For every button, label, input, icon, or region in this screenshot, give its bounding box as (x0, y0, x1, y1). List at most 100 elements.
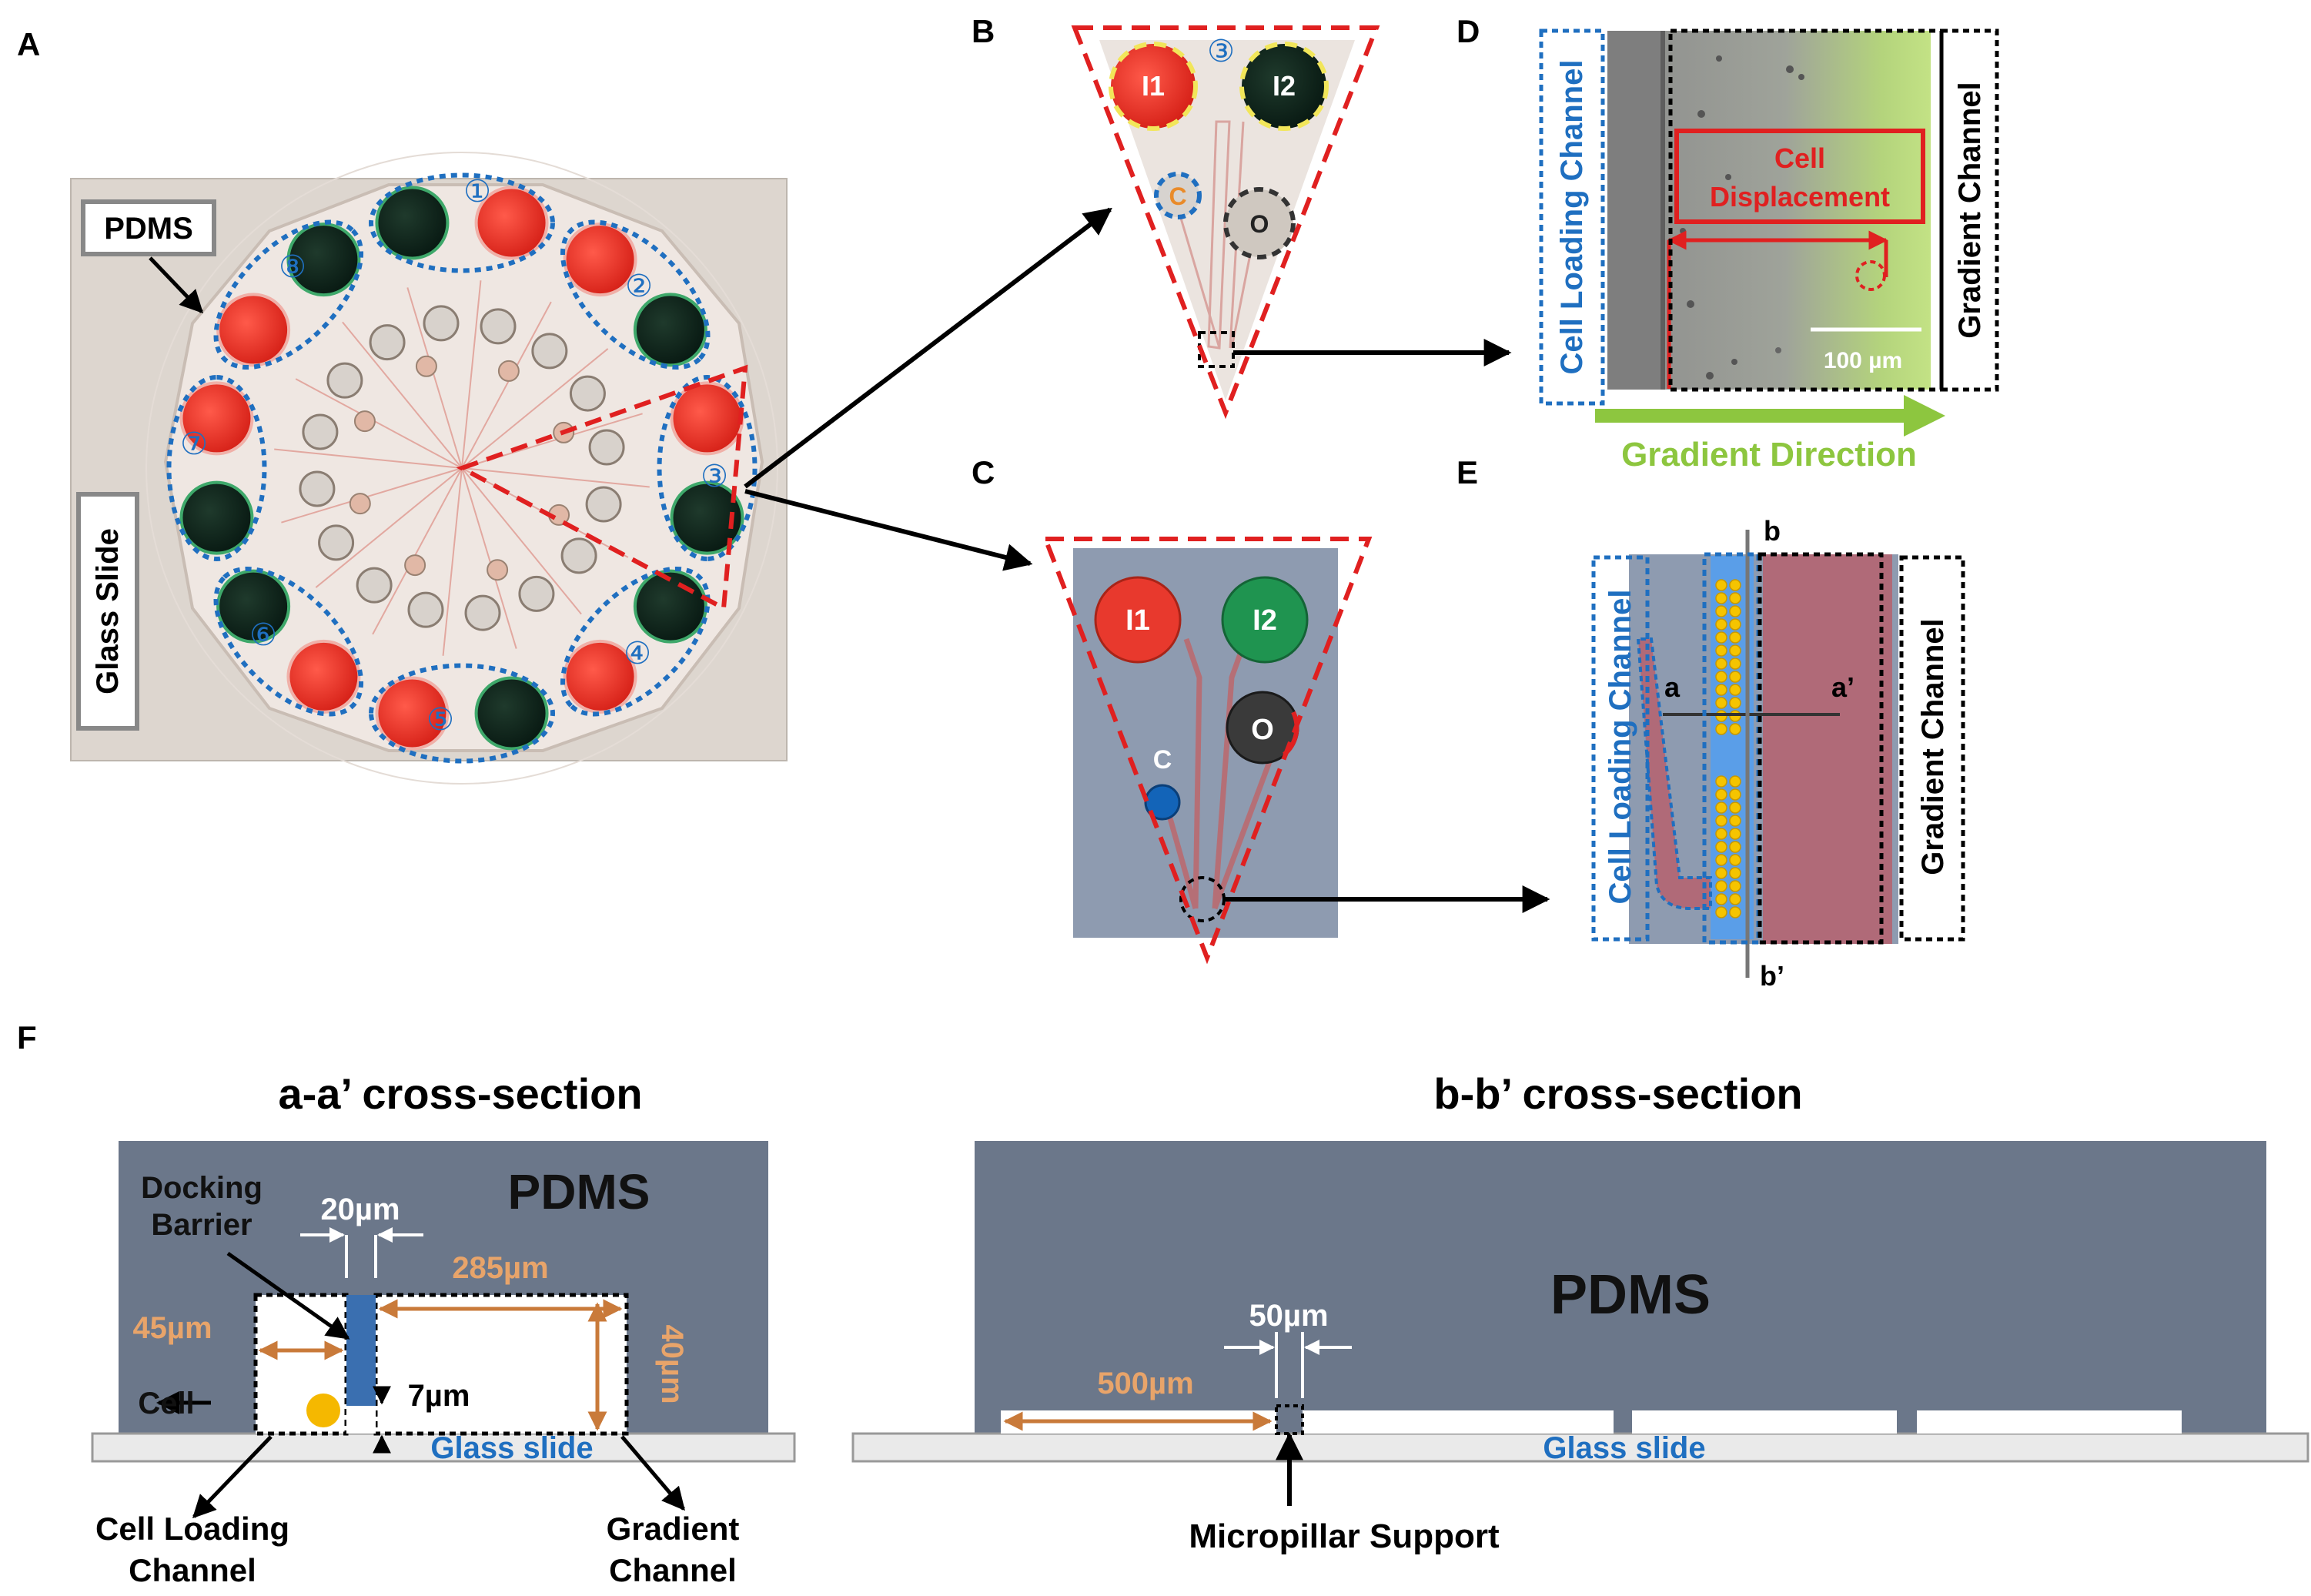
cut-label-b-prime: b’ (1760, 960, 1784, 992)
panel-d-micrograph (1539, 28, 1999, 437)
reservoir-wells (179, 186, 744, 751)
docked-cell (1715, 671, 1727, 683)
small-ports (299, 305, 625, 631)
docked-cell (1729, 854, 1741, 866)
cell-port (404, 554, 426, 577)
small-port (531, 333, 568, 370)
docked-cell (1715, 605, 1727, 617)
aa-cross-section (91, 1141, 796, 1519)
docked-cell (1729, 644, 1741, 657)
c-inlet-i2 (1221, 576, 1309, 664)
cell-port (353, 410, 376, 433)
small-port (518, 575, 555, 612)
cut-label-a-prime: a’ (1831, 671, 1854, 703)
c-outlet-label: O (1251, 714, 1274, 746)
docked-cell (1715, 631, 1727, 644)
docked-cells (1715, 579, 1741, 918)
d-cell-loading-box (1539, 28, 1605, 406)
small-port (423, 305, 460, 342)
docked-cell (1729, 631, 1741, 644)
docked-cell (1729, 579, 1741, 591)
bb-glass-label: Glass slide (1543, 1431, 1705, 1465)
c-inlet-i1 (1094, 576, 1182, 664)
small-port (560, 537, 597, 574)
channel-spoke (372, 467, 463, 635)
c-unit-triangle (1042, 537, 1373, 965)
docked-cell (1715, 906, 1727, 918)
displacement-label-1: Cell (1774, 142, 1825, 174)
docking-barrier-label-2: Barrier (151, 1208, 252, 1242)
docked-cell (1729, 880, 1741, 892)
pdms-label-box: PDMS (81, 199, 216, 256)
unit-outline (369, 663, 555, 764)
docked-cell (1715, 723, 1727, 735)
docked-cell (1729, 684, 1741, 696)
docked-cell (1715, 697, 1727, 709)
green-reservoir-well (633, 569, 707, 644)
small-port (464, 594, 501, 631)
small-port (299, 470, 336, 507)
b-unit-number: ③ (1207, 35, 1235, 69)
dim-500um: 500µm (1097, 1367, 1193, 1400)
docked-cell (1715, 828, 1727, 840)
docked-cell (1715, 775, 1727, 788)
aa-gradient-label-2: Channel (609, 1552, 737, 1588)
docked-cell (1729, 657, 1741, 670)
docked-cell (1729, 841, 1741, 853)
red-reservoir-well (474, 186, 549, 260)
docked-cell (1729, 788, 1741, 801)
aa-glass-label: Glass slide (430, 1431, 593, 1465)
unit-number-label: ⑦ (180, 427, 208, 462)
c-cell-port (1144, 784, 1181, 821)
dim-50um: 50µm (1249, 1299, 1328, 1333)
pdms-label: PDMS (104, 212, 193, 246)
docked-cell (1729, 815, 1741, 827)
aa-cell (306, 1394, 340, 1427)
c-inlet-i1-label: I1 (1125, 604, 1150, 637)
green-reservoir-well (179, 480, 254, 555)
small-port (569, 375, 606, 412)
green-reservoir-well (670, 480, 744, 555)
unit-outline (560, 566, 711, 717)
displacement-label-2: Displacement (1710, 181, 1890, 212)
micropillar-label: Micropillar Support (1189, 1517, 1500, 1555)
unit-outline (369, 172, 555, 273)
channel-spoke (406, 287, 463, 469)
cell-displacement-box (1674, 129, 1925, 224)
cut-label-a: a (1664, 671, 1681, 703)
c-inlet-i2-label: I2 (1252, 604, 1277, 637)
bb-cross-section (851, 1141, 2309, 1506)
docked-cell (1715, 618, 1727, 631)
channel-spoke (295, 378, 463, 469)
small-port (369, 324, 406, 361)
docking-barrier (346, 1295, 376, 1406)
channel-spoke (461, 467, 650, 488)
b-unit-triangle (1071, 25, 1380, 420)
channel-spoke (461, 467, 517, 649)
channel-spoke (461, 467, 582, 615)
aa-cell-loading-label-1: Cell Loading (95, 1511, 289, 1547)
panel-b-photo (1071, 25, 1380, 420)
green-reservoir-well (375, 186, 450, 260)
unit-outline (213, 566, 364, 717)
b-cell-port-label: C (1169, 182, 1186, 210)
green-reservoir-well (286, 223, 361, 297)
docked-cell (1729, 723, 1741, 735)
unit-number-label: ② (625, 269, 653, 304)
green-reservoir-well (474, 676, 549, 751)
bb-pdms-label: PDMS (1550, 1264, 1711, 1326)
dim-40um: 40µm (655, 1324, 689, 1404)
small-port (356, 567, 393, 604)
docked-cell (1715, 788, 1727, 801)
panel-label-a: A (17, 26, 40, 62)
green-reservoir-well (216, 569, 291, 644)
small-port (407, 591, 444, 628)
channel-spoke (315, 467, 463, 588)
scale-bar-label: 100 µm (1824, 348, 1902, 373)
channel-spoke (442, 467, 463, 656)
unit-number-label: ⑥ (249, 617, 277, 653)
cell-port (497, 360, 520, 382)
panel-label-d: D (1456, 13, 1480, 49)
